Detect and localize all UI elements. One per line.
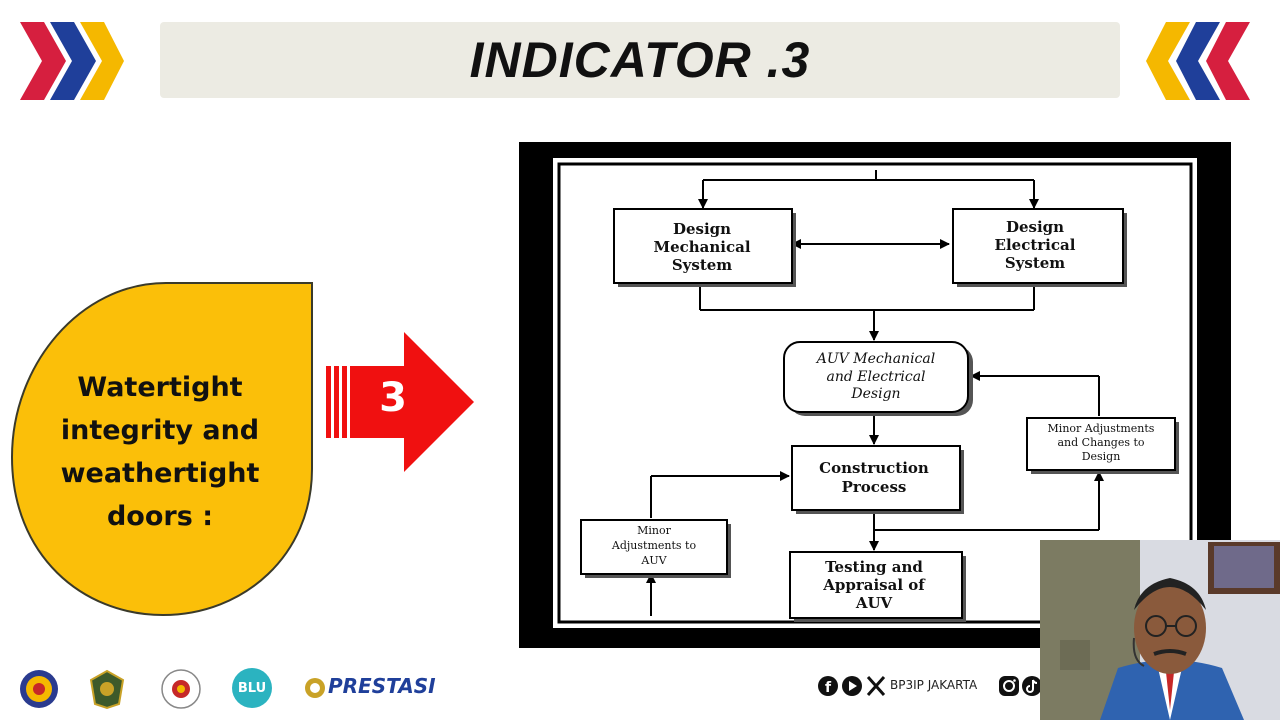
box-text: and Changes to xyxy=(1057,436,1144,449)
box-text: Minor xyxy=(637,524,671,537)
ministry-logo xyxy=(20,670,58,708)
box-design-mechanical xyxy=(613,208,796,287)
box-text: System xyxy=(1005,254,1065,272)
prestasi-emblem xyxy=(305,678,325,698)
emblem-logo xyxy=(89,669,125,710)
box-text: System xyxy=(672,256,732,274)
page-title: INDICATOR .3 xyxy=(469,32,811,88)
title-bar: INDICATOR .3 xyxy=(160,22,1120,98)
box-text: AUV Mechanical xyxy=(815,351,935,367)
blu-logo-text: BLU xyxy=(237,680,267,696)
prestasi-logo: PRESTASI xyxy=(328,674,436,698)
svg-text:f: f xyxy=(825,680,832,696)
instagram-icon[interactable] xyxy=(998,675,1020,697)
box-text: Minor Adjustments xyxy=(1048,422,1155,435)
box-text: and Electrical xyxy=(826,369,925,385)
box-construction xyxy=(791,445,964,514)
box-text: Construction xyxy=(819,459,929,477)
red-arrow-icon xyxy=(326,332,474,472)
blu-logo: BLU xyxy=(232,668,272,708)
box-text: Mechanical xyxy=(653,238,750,256)
callout-text: Watertight integrity and weathertight do… xyxy=(40,366,280,538)
box-text: Design xyxy=(1006,218,1064,236)
tiktok-icon[interactable] xyxy=(1021,675,1043,697)
arrow-number: 3 xyxy=(379,375,407,421)
box-text: AUV xyxy=(855,594,893,612)
chevron-left-logo xyxy=(20,22,124,100)
box-minor-adj-design xyxy=(1026,417,1179,474)
youtube-icon[interactable] xyxy=(841,675,863,697)
box-auv-design xyxy=(783,341,973,416)
facebook-icon[interactable]: f xyxy=(817,675,839,697)
box-text: AUV xyxy=(640,554,667,567)
box-testing xyxy=(789,551,966,622)
callout-line: Watertight xyxy=(77,372,243,403)
presenter-webcam xyxy=(1040,540,1280,720)
x-icon[interactable] xyxy=(866,675,886,697)
box-minor-adj-auv xyxy=(580,519,731,578)
box-text: Appraisal of xyxy=(822,576,926,594)
box-text: Testing and xyxy=(825,558,923,576)
box-text: Design xyxy=(850,386,900,402)
box-text: Electrical xyxy=(995,236,1076,254)
box-text: Process xyxy=(842,478,907,496)
chevron-right-logo xyxy=(1146,22,1250,100)
institute-logo xyxy=(161,669,201,709)
callout-drop-shape xyxy=(10,282,313,617)
social-handle: BP3IP JAKARTA xyxy=(890,678,978,692)
box-design-electrical xyxy=(952,208,1127,287)
callout-line: weathertight xyxy=(60,458,260,489)
callout-line: integrity and xyxy=(60,415,260,446)
box-text: Design xyxy=(673,220,731,238)
box-text: Design xyxy=(1082,450,1121,463)
box-text: Adjustments to xyxy=(611,539,697,552)
callout-line: doors : xyxy=(106,501,213,532)
